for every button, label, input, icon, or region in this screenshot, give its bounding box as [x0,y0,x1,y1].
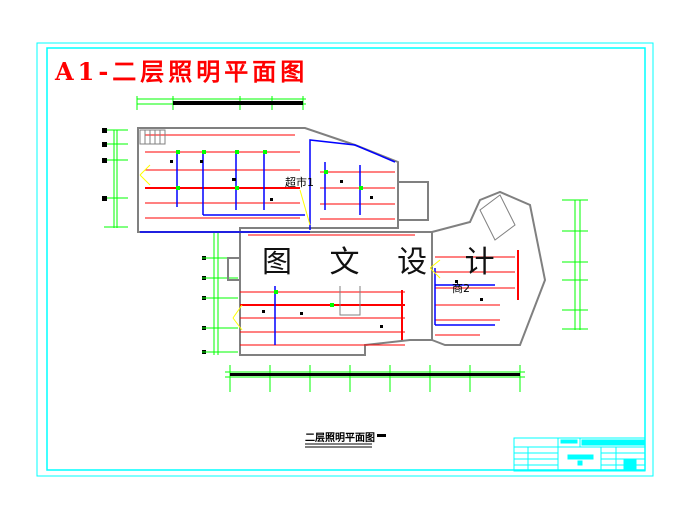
outer-frame [36,42,654,477]
room-label-shop: 商2 [452,281,470,295]
inner-frame [46,47,646,471]
top-dimension-line [136,96,306,110]
room-label-supermarket: 超市1 [285,175,314,189]
right-axis-grid [562,199,588,330]
scale-mark [377,434,386,437]
junction-markers [176,150,363,307]
lighting-circuits [145,134,519,346]
left-axis-grid [102,128,238,355]
drawing-caption: 二层照明平面图 [305,432,375,444]
bottom-dimension-line [225,365,525,392]
watermark-backdrop [245,238,430,286]
drawing-title: A1-二层照明平面图 [54,57,308,86]
watermark: 图 文 设 计 [262,245,509,280]
title-block [513,437,646,472]
wiring-leads [139,164,441,331]
fixtures [170,160,483,328]
